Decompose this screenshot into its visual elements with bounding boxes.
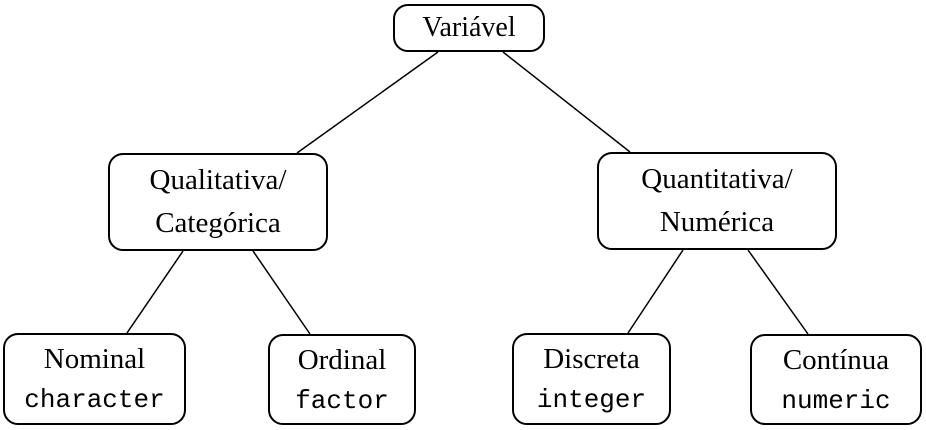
node-continua-rtype: numeric — [781, 385, 891, 416]
node-continua: Contínua numeric — [750, 334, 922, 425]
node-discreta-label: Discreta — [543, 343, 640, 376]
edge-variavel-qualitativa — [296, 51, 439, 154]
node-nominal-label: Nominal — [43, 343, 146, 376]
node-qualitativa-line1: Qualitativa/ — [149, 164, 287, 197]
node-quantitativa-line2: Numérica — [659, 206, 775, 238]
node-quantitativa-line1: Quantitativa/ — [641, 163, 793, 196]
node-variavel: Variável — [393, 4, 545, 52]
node-qualitativa-line2: Categórica — [155, 207, 281, 239]
node-nominal: Nominal character — [3, 333, 186, 425]
edge-quantitativa-continua — [747, 249, 809, 335]
edge-quantitativa-discreta — [627, 249, 684, 334]
node-variavel-label: Variável — [422, 12, 516, 44]
edge-qualitativa-nominal — [126, 250, 184, 334]
edge-qualitativa-ordinal — [252, 250, 311, 335]
node-ordinal: Ordinal factor — [268, 334, 416, 425]
node-continua-label: Contínua — [782, 343, 890, 376]
node-ordinal-rtype: factor — [295, 385, 389, 416]
node-discreta: Discreta integer — [512, 333, 671, 425]
node-discreta-rtype: integer — [536, 385, 647, 416]
edge-variavel-quantitativa — [502, 51, 631, 153]
node-qualitativa-categorica: Qualitativa/ Categórica — [108, 153, 328, 251]
node-ordinal-label: Ordinal — [297, 343, 387, 376]
node-quantitativa-numerica: Quantitativa/ Numérica — [597, 152, 837, 250]
node-nominal-rtype: character — [24, 385, 165, 416]
